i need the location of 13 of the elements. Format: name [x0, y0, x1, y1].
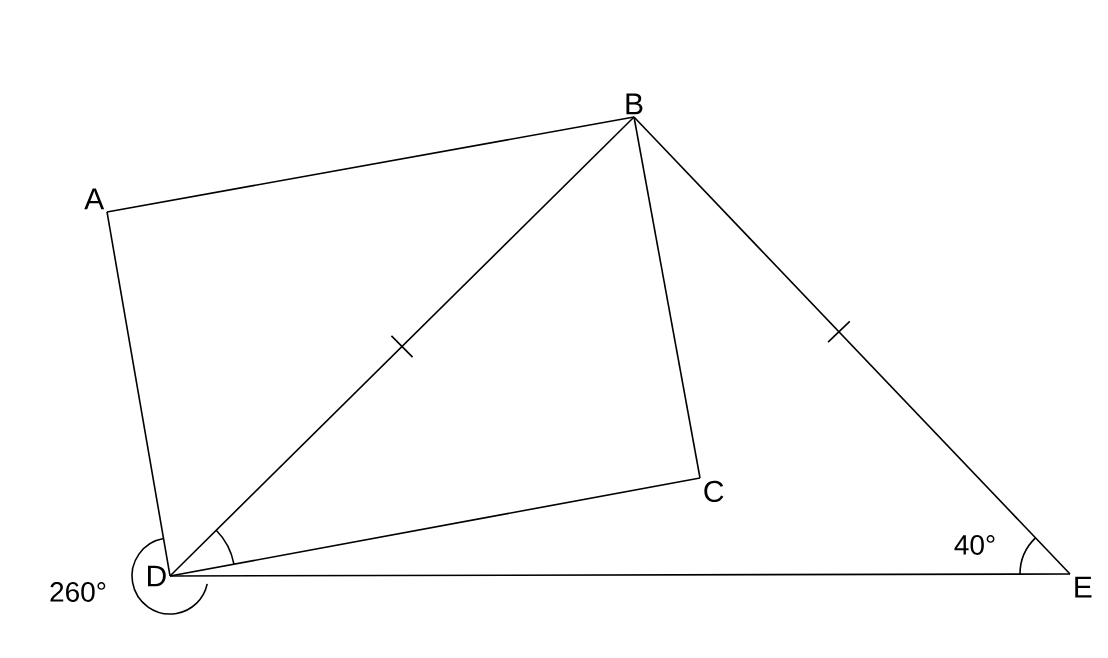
- point-label: B: [626, 93, 643, 115]
- line-segment: [169, 573, 1071, 577]
- line-segment: [106, 116, 635, 213]
- point-label: C: [704, 480, 724, 503]
- point-label: E: [1075, 576, 1092, 598]
- line-segment: [169, 116, 635, 577]
- line-segment: [633, 116, 1071, 575]
- line-segment: [106, 211, 171, 577]
- point-label: D: [148, 565, 166, 587]
- point-label: A: [84, 188, 105, 210]
- line-segment: [633, 116, 701, 479]
- angle-label: 260°: [50, 582, 106, 602]
- angle-label: 40°: [954, 535, 995, 555]
